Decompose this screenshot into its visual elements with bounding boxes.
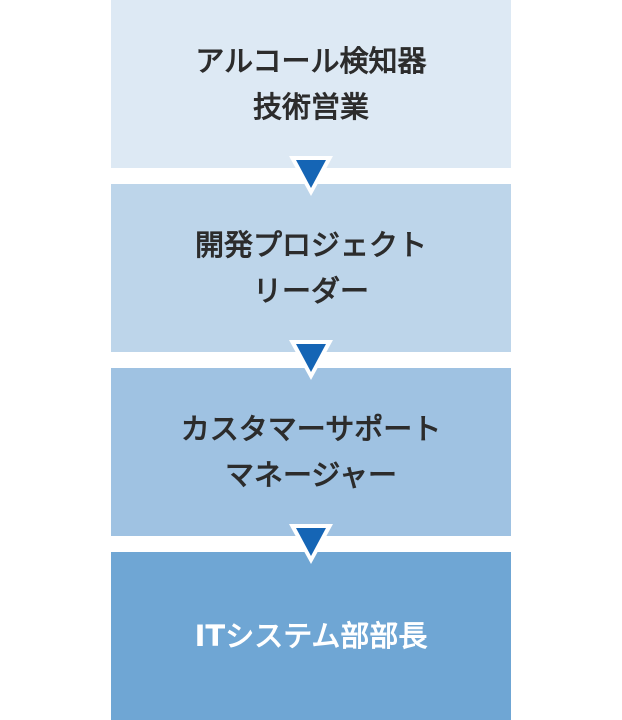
career-step-3-line-2: マネージャー: [225, 458, 397, 492]
career-step-2-line-2: リーダー: [252, 274, 369, 308]
career-step-4: ITシステム部部長: [111, 552, 511, 720]
career-step-1: アルコール検知器 技術営業: [111, 0, 511, 168]
career-step-4-line-1: ITシステム部部長: [194, 619, 428, 653]
down-arrow-icon: [289, 524, 333, 564]
career-step-1-line-2: 技術営業: [252, 90, 369, 124]
career-step-2-line-1: 開発プロジェクト: [194, 228, 427, 262]
career-step-3: カスタマーサポート マネージャー: [111, 368, 511, 536]
down-arrow-icon: [289, 340, 333, 380]
career-step-3-line-1: カスタマーサポート: [180, 412, 442, 446]
down-arrow-icon: [289, 156, 333, 196]
career-step-2: 開発プロジェクト リーダー: [111, 184, 511, 352]
career-step-1-line-1: アルコール検知器: [195, 44, 427, 78]
